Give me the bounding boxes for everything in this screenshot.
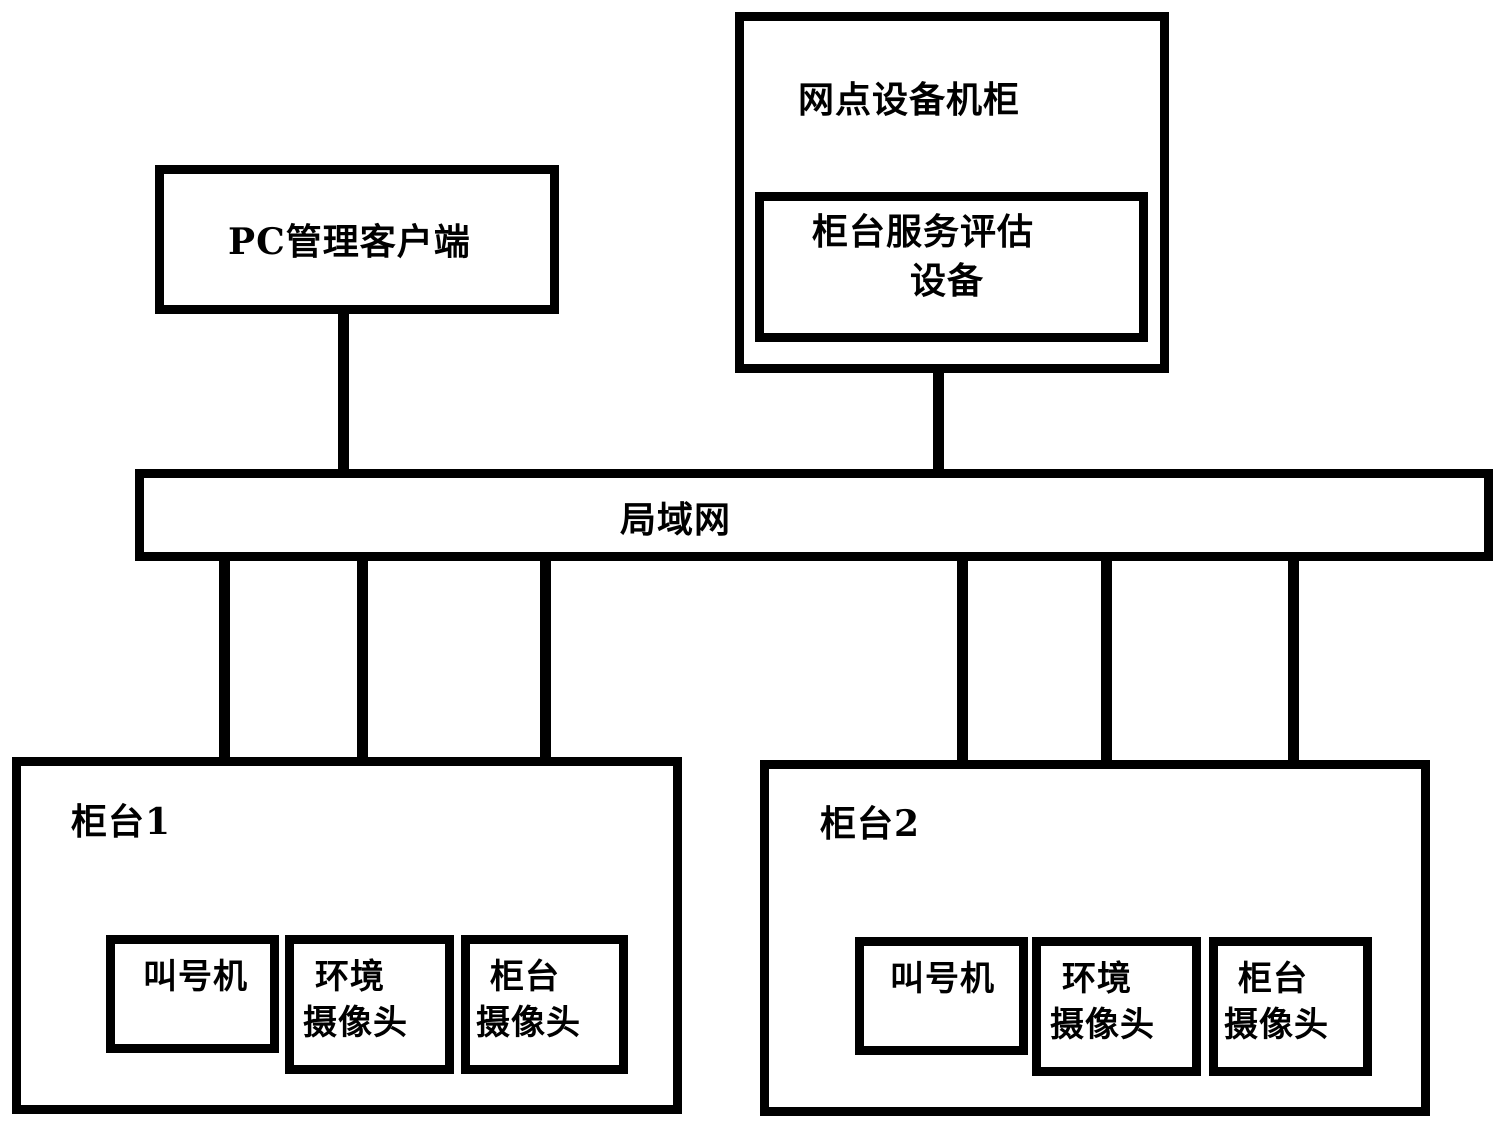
lan-label: 局域网 [620, 496, 731, 545]
eval-device-label: 柜台服务评估 设备 [778, 208, 1118, 305]
counter1-label: 柜台1 [71, 798, 171, 847]
counter2-counter-camera-label: 柜台 摄像头 [1224, 957, 1329, 1049]
cabinet-label: 网点设备机柜 [798, 76, 1020, 125]
counter1-counter-camera-line2: 摄像头 [476, 1001, 581, 1047]
pc-to-lan-line [338, 305, 349, 483]
counter2-caller-label: 叫号机 [890, 957, 995, 1003]
counter2-counter-camera-line1: 柜台 [1224, 957, 1329, 1003]
counter1-counter-camera-label: 柜台 摄像头 [476, 955, 581, 1047]
counter2-label: 柜台2 [820, 800, 920, 849]
counter1-env-camera-label: 环境 摄像头 [303, 955, 408, 1047]
pc-client-label: PC管理客户端 [228, 218, 471, 267]
counter2-env-camera-label: 环境 摄像头 [1050, 957, 1155, 1049]
lan-bar [135, 469, 1493, 561]
counter2-env-camera-line1: 环境 [1050, 957, 1155, 1003]
counter1-counter-camera-line1: 柜台 [476, 955, 581, 1001]
eval-device-label-line1: 柜台服务评估 [778, 208, 1118, 257]
counter2-env-camera-line2: 摄像头 [1050, 1003, 1155, 1049]
eval-device-label-line2: 设备 [778, 257, 1118, 306]
counter2-counter-camera-line2: 摄像头 [1224, 1003, 1329, 1049]
counter1-env-camera-line2: 摄像头 [303, 1001, 408, 1047]
counter1-caller-label: 叫号机 [143, 955, 248, 1001]
counter1-env-camera-line1: 环境 [303, 955, 408, 1001]
